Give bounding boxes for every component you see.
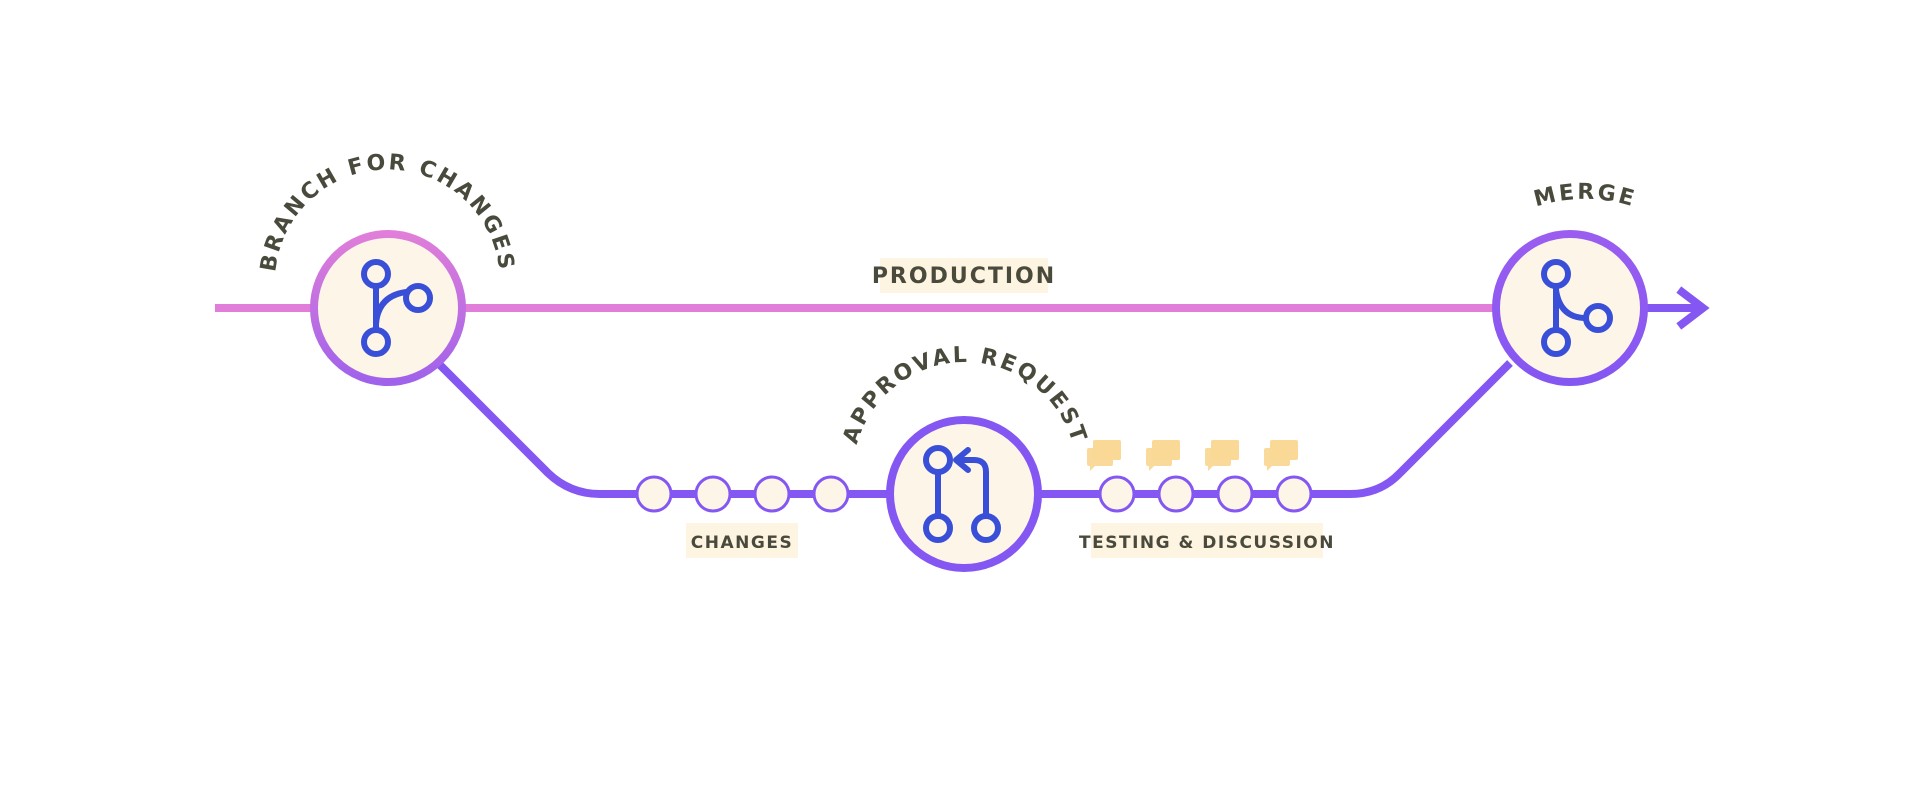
testing-commits [1098, 475, 1313, 513]
comment-icon [1087, 440, 1121, 471]
production-label: PRODUCTION [872, 264, 1056, 289]
commit-dot [812, 475, 850, 513]
git-branch-icon [361, 259, 433, 357]
commit-dot [1216, 475, 1254, 513]
commit-dot [753, 475, 791, 513]
approval-node [886, 416, 1042, 572]
branch-node [310, 230, 466, 386]
changes-label-bg [686, 523, 798, 558]
testing-label: TESTING & DISCUSSION [1079, 533, 1335, 553]
commit-dot [1275, 475, 1313, 513]
merge-label: MERGE [1531, 180, 1639, 213]
commit-dot [635, 475, 673, 513]
git-merge-icon [1541, 259, 1613, 357]
comment-icon [1205, 440, 1239, 471]
commit-dot [694, 475, 732, 513]
merge-node [1492, 230, 1648, 386]
changes-label: CHANGES [691, 533, 793, 553]
commit-dot [1157, 475, 1195, 513]
comment-icon [1264, 440, 1298, 471]
commit-dot [1098, 475, 1136, 513]
git-pull-request-icon [923, 445, 1001, 543]
change-commits [635, 475, 850, 513]
production-label-bg [880, 258, 1048, 293]
testing-label-bg [1091, 523, 1323, 558]
arrow-right-icon [1676, 286, 1710, 330]
comment-icon [1146, 440, 1180, 471]
